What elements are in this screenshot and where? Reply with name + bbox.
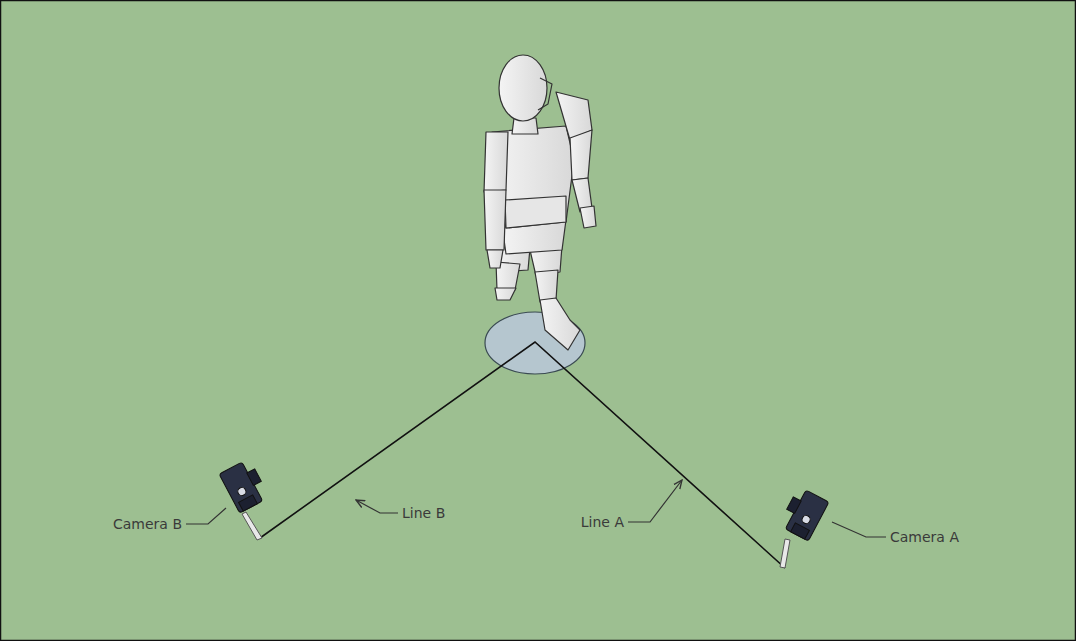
sight-lines bbox=[260, 342, 785, 568]
callout-label: Line B bbox=[402, 504, 445, 522]
camera-a bbox=[778, 486, 829, 568]
callout-label: Camera B bbox=[113, 515, 182, 533]
callout-label: Line A bbox=[581, 513, 624, 531]
camera-b bbox=[219, 458, 270, 540]
leader-lines bbox=[186, 480, 886, 537]
mannequin bbox=[484, 55, 596, 350]
callout-label: Camera A bbox=[890, 528, 959, 546]
